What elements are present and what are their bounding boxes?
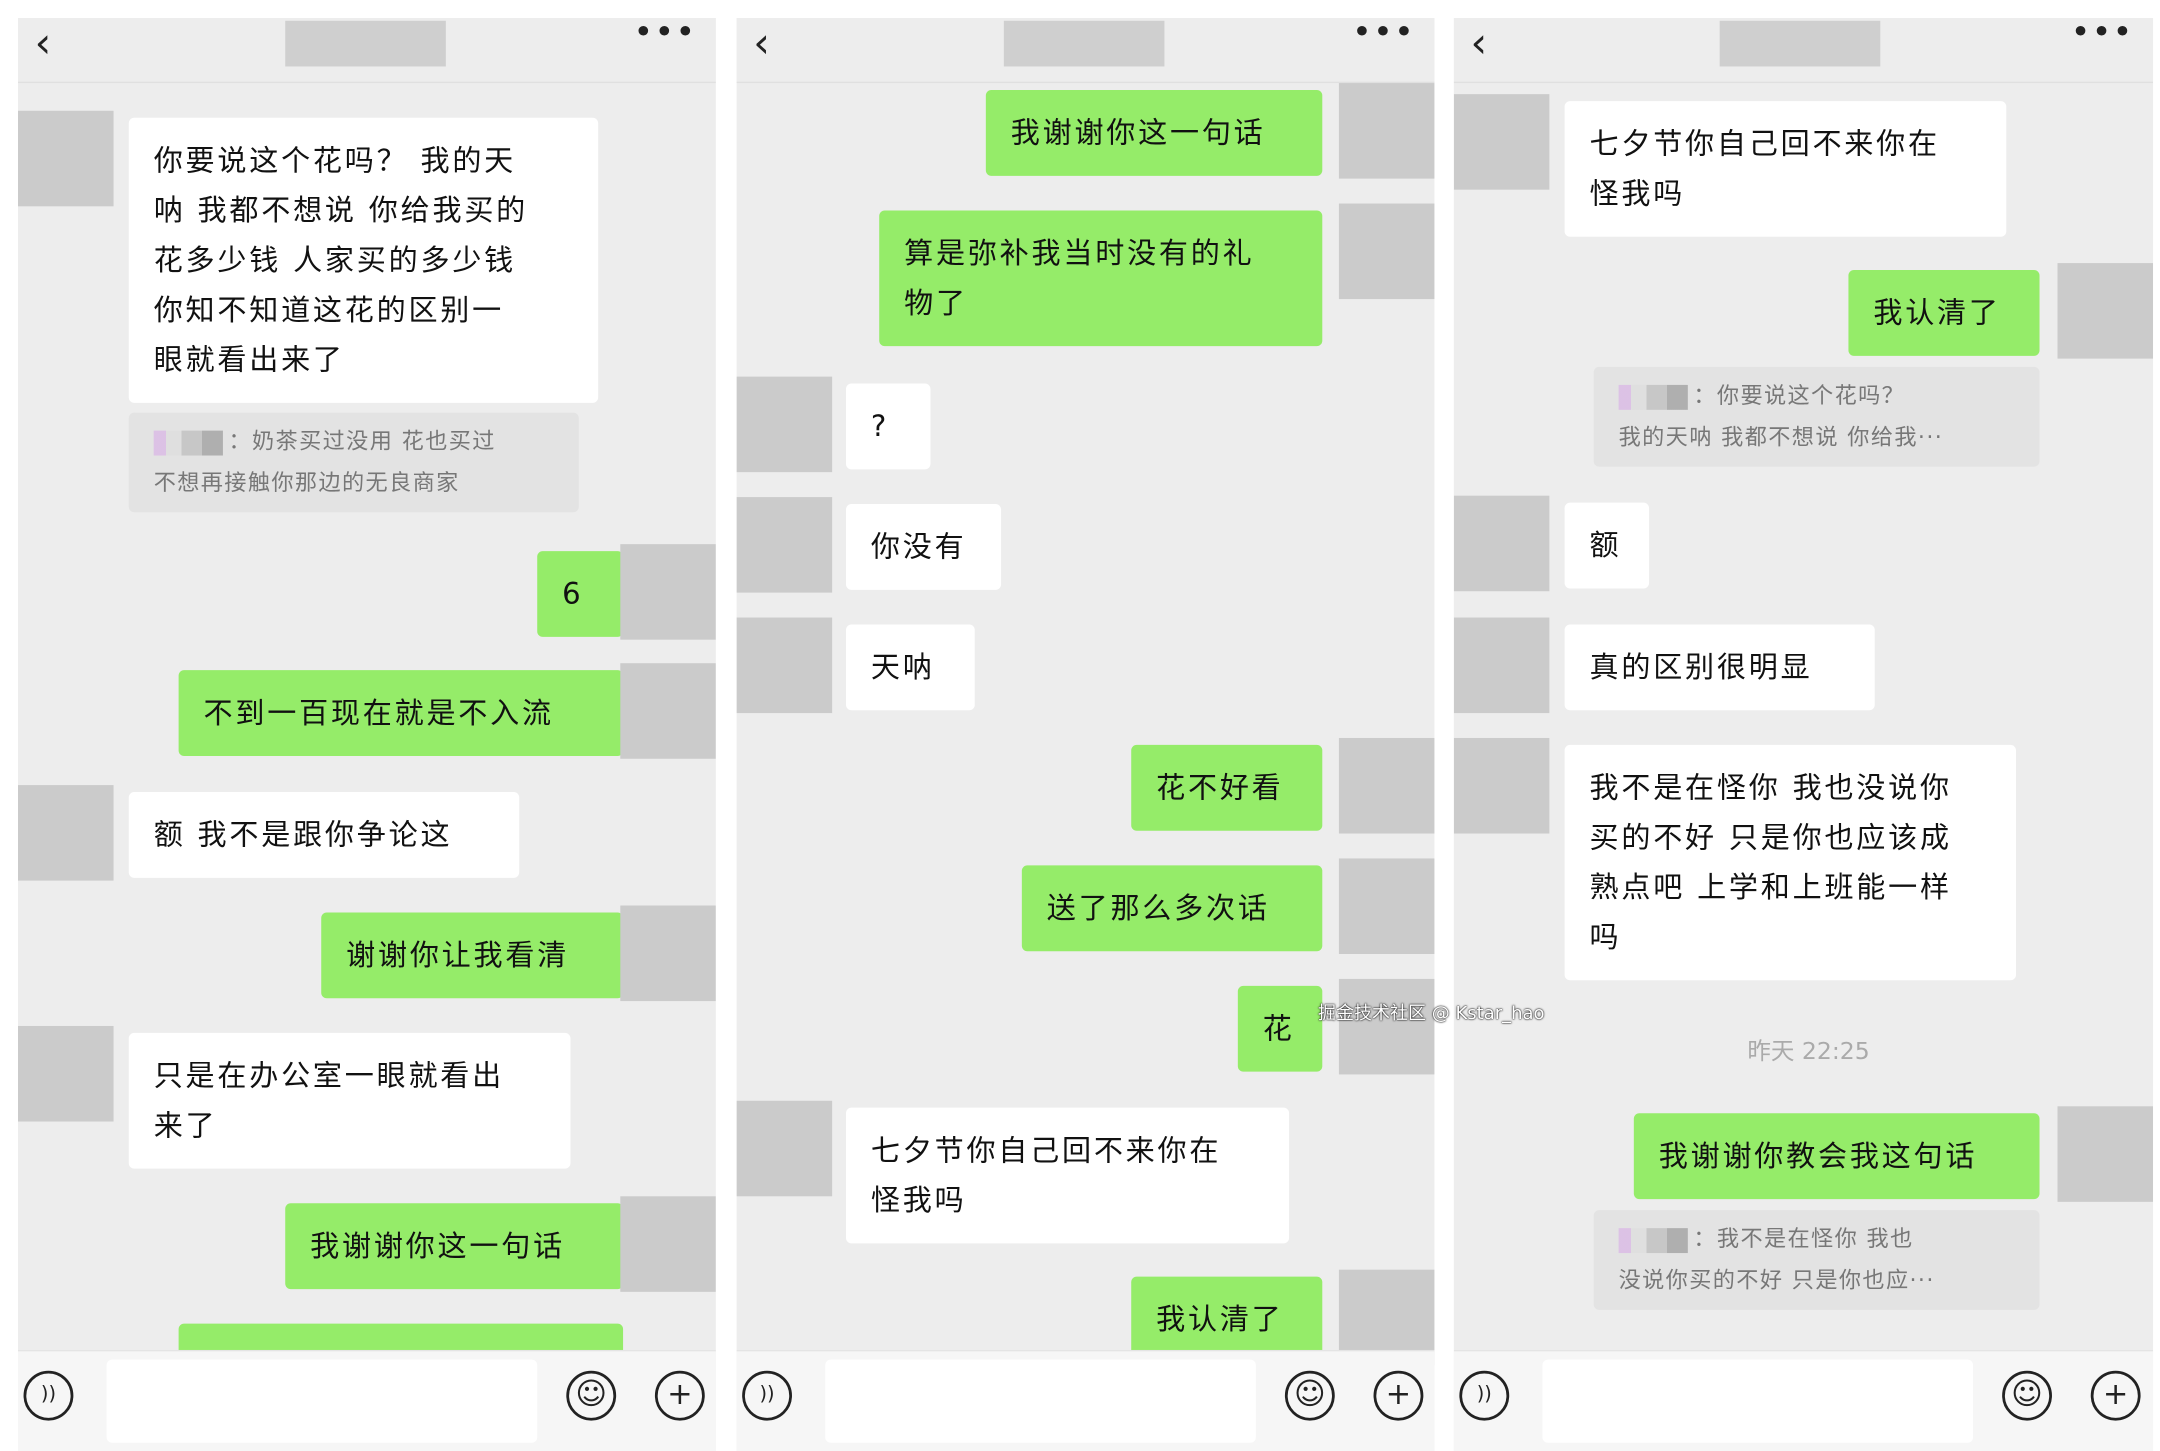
avatar[interactable] <box>1338 737 1435 834</box>
avatar[interactable] <box>620 544 716 640</box>
sent-message-bubble[interactable]: 我谢谢你这一句话 <box>285 1203 624 1290</box>
quote-avatar-blurred <box>1618 384 1688 410</box>
received-message-bubble[interactable]: ? <box>845 383 931 470</box>
chat-title-redacted <box>1003 20 1165 67</box>
more-dots-icon[interactable]: ••• <box>1352 17 1416 52</box>
avatar[interactable] <box>1453 495 1550 592</box>
chat-panel: ‹ ••• 我谢谢你这一句话算是弥补我当时没有的礼 物了? 你没有天呐花不好看送了那么… <box>736 17 1435 1451</box>
emoji-icon[interactable]: ☺ <box>1284 1370 1335 1421</box>
sent-message-bubble[interactable]: 我认清了 <box>1848 269 2040 356</box>
received-message-bubble[interactable]: 你要说这个花吗？ 我的天 呐 我都不想说 你给我买的 花多少钱 人家买的多少钱 … <box>128 117 599 403</box>
quote-avatar-blurred <box>1618 1227 1688 1253</box>
received-message-bubble[interactable]: 七夕节你自己回不来你在 怪我吗 <box>845 1107 1290 1244</box>
sent-message-bubble[interactable]: 算是弥补我当时没有的礼 物了 <box>879 210 1323 347</box>
chat-panel: ‹ ••• 七夕节你自己回不来你在 怪我吗我认清了 ：你要说这个花吗？ 我的天呐 我都… <box>1453 17 2154 1451</box>
quote-text: ：我不是在怪你 我也 没说你买的不好 只是你也应··· <box>1618 1225 1935 1294</box>
plus-icon[interactable]: + <box>654 1370 705 1421</box>
avatar[interactable] <box>1453 617 1550 714</box>
top-bar: ‹ ••• <box>1453 17 2154 84</box>
quoted-message: ：奶茶买过没用 花也买过 不想再接触你那边的无良商家 <box>128 412 579 513</box>
chevron-left-icon[interactable]: ‹ <box>1470 19 1488 68</box>
avatar[interactable] <box>736 376 833 473</box>
voice-icon[interactable]: )) <box>23 1370 74 1421</box>
top-bar: ‹ ••• <box>736 17 1435 84</box>
message-input[interactable] <box>106 1359 538 1443</box>
more-dots-icon[interactable]: ••• <box>2070 17 2134 52</box>
received-message-bubble[interactable]: 七夕节你自己回不来你在 怪我吗 <box>1564 101 2007 237</box>
sent-message-bubble[interactable]: 谢谢你让我看清 <box>321 912 624 999</box>
avatar[interactable] <box>1338 1269 1435 1366</box>
sent-message-bubble[interactable]: 我谢谢你教会我这句话 <box>1633 1113 2040 1200</box>
avatar[interactable] <box>2057 1106 2154 1202</box>
sent-message-bubble[interactable]: 花 <box>1237 985 1323 1072</box>
quote-text: ：奶茶买过没用 花也买过 不想再接触你那边的无良商家 <box>153 427 496 496</box>
avatar[interactable] <box>620 1196 716 1292</box>
avatar[interactable] <box>736 617 833 714</box>
voice-icon[interactable]: )) <box>742 1370 792 1421</box>
avatar[interactable] <box>17 785 114 881</box>
quote-avatar-blurred <box>153 429 223 455</box>
avatar[interactable] <box>1338 858 1435 954</box>
avatar[interactable] <box>17 110 114 207</box>
avatar[interactable] <box>1338 978 1435 1075</box>
received-message-bubble[interactable]: 天呐 <box>845 624 975 711</box>
emoji-icon[interactable]: ☺ <box>566 1370 617 1421</box>
received-message-bubble[interactable]: 真的区别很明显 <box>1564 624 1875 711</box>
sent-message-bubble[interactable]: 不到一百现在就是不入流 <box>178 670 624 756</box>
received-message-bubble[interactable]: 只是在办公室一眼就看出 来了 <box>128 1032 571 1169</box>
received-message-bubble[interactable]: 额 我不是跟你争论这 <box>128 791 520 878</box>
sent-message-bubble[interactable]: 我谢谢你这一句话 <box>985 89 1323 176</box>
avatar[interactable] <box>2057 263 2154 359</box>
quoted-message: ：你要说这个花吗？ 我的天呐 我都不想说 你给我··· <box>1593 366 2040 467</box>
avatar[interactable] <box>736 497 833 593</box>
watermark: 掘金技术社区 @ Kstar_hao <box>1318 1003 1545 1024</box>
sent-message-bubble[interactable]: 花不好看 <box>1131 744 1323 831</box>
sent-message-bubble[interactable]: 送了那么多次话 <box>1021 865 1323 952</box>
plus-icon[interactable]: + <box>2090 1370 2141 1421</box>
avatar[interactable] <box>1453 94 1550 190</box>
message-input[interactable] <box>825 1359 1256 1443</box>
avatar[interactable] <box>1338 83 1435 179</box>
chevron-left-icon[interactable]: ‹ <box>34 19 52 68</box>
received-message-bubble[interactable]: 额 <box>1564 502 1650 589</box>
avatar[interactable] <box>736 1100 833 1197</box>
chat-title-redacted <box>285 20 446 67</box>
sent-message-bubble[interactable]: 6 <box>537 551 624 637</box>
plus-icon[interactable]: + <box>1373 1370 1424 1421</box>
emoji-icon[interactable]: ☺ <box>2002 1370 2052 1421</box>
received-message-bubble[interactable]: 你没有 <box>845 503 1002 590</box>
top-bar: ‹ ••• <box>17 17 716 84</box>
avatar[interactable] <box>620 905 716 1002</box>
message-input[interactable] <box>1542 1359 1974 1443</box>
chevron-left-icon[interactable]: ‹ <box>753 19 770 68</box>
avatar[interactable] <box>1338 203 1435 300</box>
avatar[interactable] <box>620 663 716 759</box>
input-bar: )) ☺ + <box>17 1349 716 1451</box>
sent-message-bubble[interactable]: 我认清了 <box>1131 1276 1323 1363</box>
received-message-bubble[interactable]: 我不是在怪你 我也没说你 买的不好 只是你也应该成 熟点吧 上学和上班能一样 吗 <box>1564 744 2016 981</box>
quote-text: ：你要说这个花吗？ 我的天呐 我都不想说 你给我··· <box>1618 382 1944 450</box>
avatar[interactable] <box>17 1025 114 1122</box>
input-bar: )) ☺ + <box>736 1349 1435 1451</box>
timestamp: 昨天 22:25 <box>1747 1038 1870 1067</box>
chat-title-redacted <box>1719 20 1881 67</box>
chat-panel: ‹ ••• 你要说这个花吗？ 我的天 呐 我都不想说 你给我买的 花多少钱 人家买的… <box>17 17 716 1451</box>
avatar[interactable] <box>1453 737 1550 834</box>
more-dots-icon[interactable]: ••• <box>633 17 697 52</box>
input-bar: )) ☺ + <box>1453 1349 2154 1451</box>
quoted-message: ：我不是在怪你 我也 没说你买的不好 只是你也应··· <box>1593 1210 2040 1310</box>
voice-icon[interactable]: )) <box>1459 1370 1510 1421</box>
